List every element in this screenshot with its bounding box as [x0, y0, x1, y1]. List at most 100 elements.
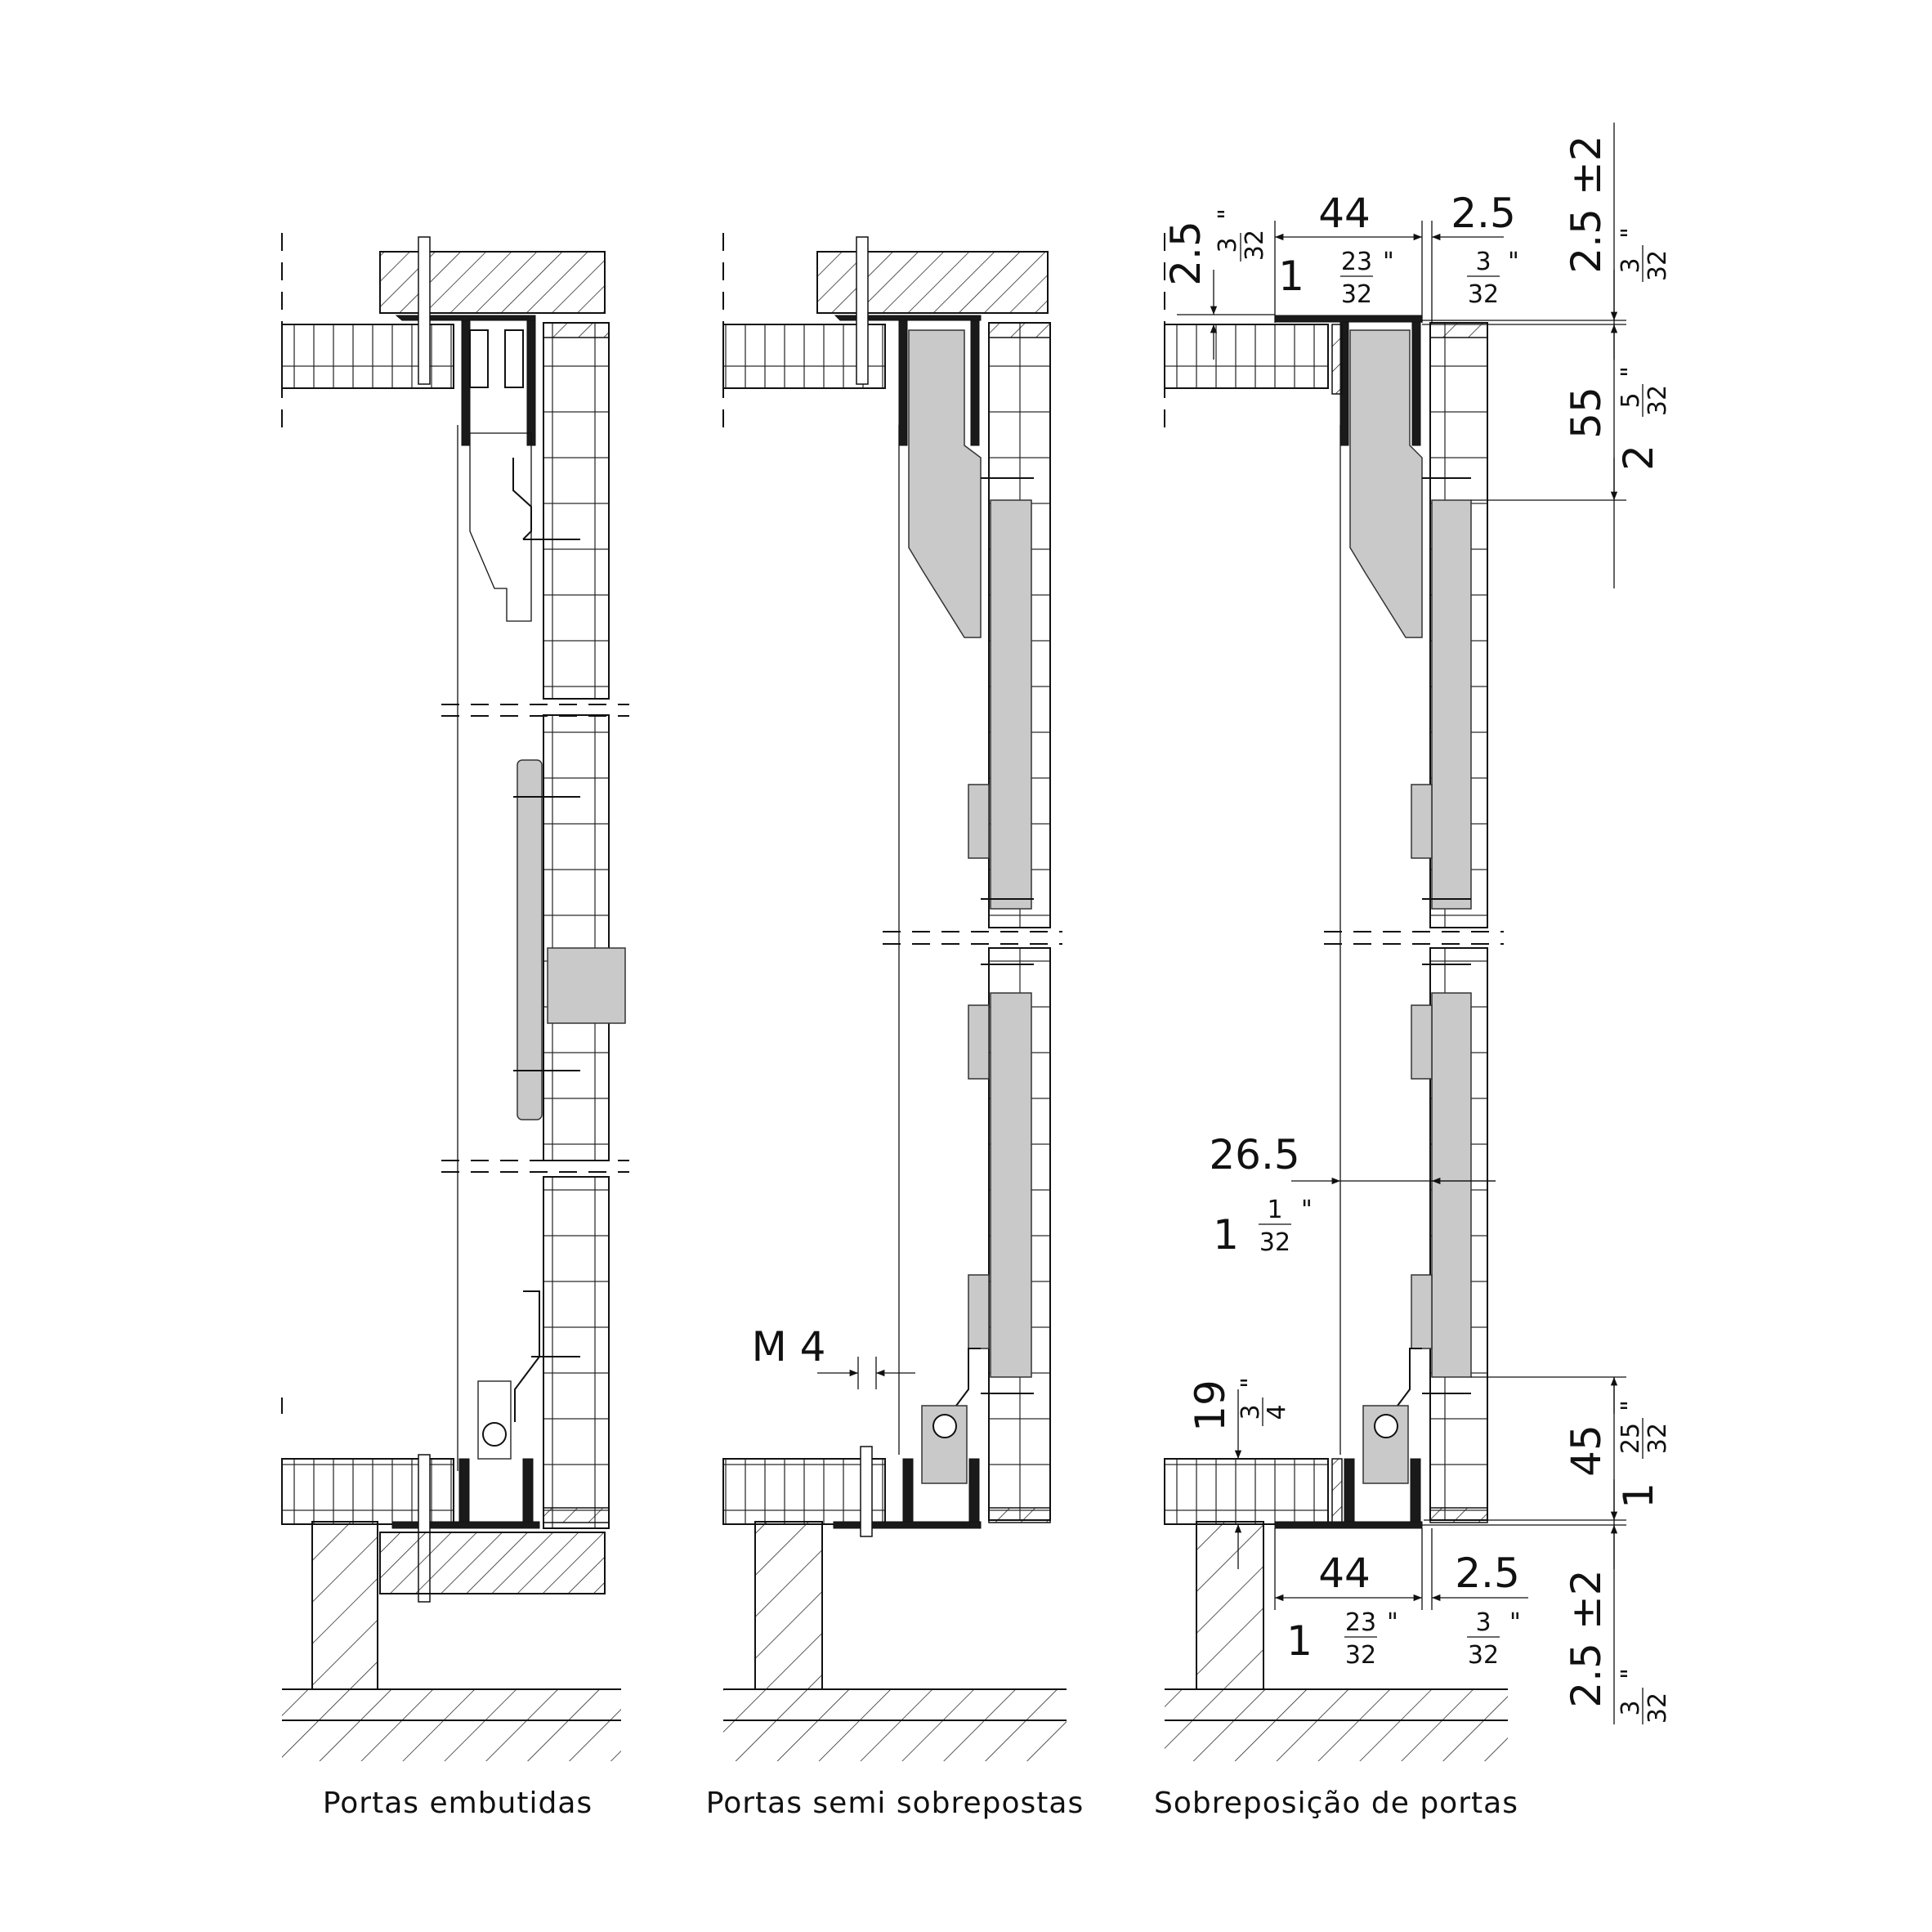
dim-25-top-inch: " — [1508, 248, 1519, 276]
dim-gap-left-den: 32 — [1241, 230, 1269, 261]
top-board — [379, 251, 606, 314]
lower-guide-body — [477, 1380, 512, 1460]
door-bottom-edge — [988, 1507, 1051, 1523]
door-top-edge — [988, 322, 1051, 338]
dim-44-top-den: 32 — [1341, 280, 1372, 309]
fixing-screw-top — [418, 236, 431, 385]
connector-upper — [968, 784, 990, 859]
dim-55-whole: 2 — [1615, 445, 1662, 471]
door-leaf-middle — [543, 714, 610, 1161]
dim-44-top-inch: " — [1383, 248, 1394, 276]
floor-hatch-top — [282, 1689, 621, 1720]
dim-25-bottom-den: 32 — [1468, 1641, 1499, 1670]
spacer-block — [1331, 324, 1343, 395]
dim-25-top-value: 2.5 — [1451, 190, 1516, 237]
dim-265-den: 32 — [1259, 1228, 1290, 1257]
dim-19-den: 4 — [1263, 1404, 1291, 1420]
connector-middle — [1411, 1004, 1433, 1080]
door-profile-upper — [1431, 499, 1472, 910]
plinth — [1196, 1521, 1264, 1690]
dim-25-bottom-inch: " — [1509, 1608, 1521, 1637]
floor-hatch-bottom — [1165, 1720, 1508, 1761]
floor-hatch-bottom — [723, 1720, 1067, 1761]
screw-m4 — [860, 1446, 873, 1537]
dim-55-value: 55 — [1563, 387, 1610, 439]
floor-hatch-top — [723, 1689, 1067, 1720]
lower-rail-lip-left — [902, 1458, 914, 1523]
dim-25-bottom-num: 3 — [1475, 1608, 1491, 1637]
connector-lower — [968, 1274, 990, 1349]
dim-45-whole: 1 — [1615, 1483, 1662, 1509]
dim-tol-top-inch: " — [1617, 227, 1645, 239]
panel-overlay: 44 1 23 32 " 2.5 3 32 " 2.5 3 32 " 2.5 ±… — [1154, 123, 1672, 1820]
door-bottom-edge — [543, 1507, 610, 1523]
spacer-block-bottom — [1331, 1458, 1343, 1525]
lower-rail-lip-left — [458, 1458, 470, 1523]
door-profile-upper — [990, 499, 1032, 910]
dim-44-top-num: 23 — [1341, 248, 1372, 276]
door-top-edge — [543, 322, 610, 338]
lower-rail-lip-right — [522, 1458, 534, 1523]
dim-tol-bottom-value: 2.5 ±2 — [1563, 1569, 1610, 1707]
lower-guide-arm — [1397, 1348, 1422, 1414]
dim-19-num: 3 — [1237, 1404, 1265, 1420]
upper-rail-lip-right — [970, 320, 980, 446]
dim-265-whole: 1 — [1213, 1211, 1239, 1259]
lower-rail-lip-right — [1410, 1458, 1421, 1523]
dim-45-num: 25 — [1617, 1423, 1645, 1454]
fixing-screw-top — [856, 236, 869, 385]
dim-25-bottom-value: 2.5 — [1455, 1550, 1520, 1597]
dim-tol-top-value: 2.5 ±2 — [1563, 135, 1610, 273]
lower-rail — [391, 1521, 540, 1529]
caption-flush: Portas embutidas — [323, 1787, 593, 1820]
upper-rail-lip-right — [526, 320, 536, 446]
top-board — [816, 251, 1049, 314]
dim-tol-bottom-inch: " — [1617, 1668, 1645, 1679]
door-profile-lower — [1431, 992, 1472, 1378]
dim-gap-left-value: 2.5 — [1162, 221, 1210, 286]
upper-rail-lip-right — [1411, 321, 1421, 446]
lower-guide-wheel — [482, 1422, 507, 1447]
dim-45-den: 32 — [1644, 1423, 1672, 1454]
dim-44-bottom-value: 44 — [1318, 1550, 1371, 1597]
lower-rail-lip-right — [968, 1458, 980, 1523]
panel-semi: M 4 Portas semi sobrepostas — [706, 233, 1083, 1820]
m4-label: M 4 — [752, 1323, 826, 1371]
dim-265-inch: " — [1301, 1196, 1313, 1224]
bottom-board — [379, 1532, 606, 1594]
dim-55-inch: " — [1617, 366, 1645, 378]
dim-44-bottom-whole: 1 — [1286, 1617, 1313, 1665]
lower-rail — [1274, 1521, 1423, 1529]
dim-55-den: 32 — [1644, 385, 1672, 416]
connector-upper — [1411, 784, 1433, 859]
cabinet-bottom-panel — [1164, 1458, 1329, 1525]
dim-tol-bottom-num: 3 — [1617, 1700, 1645, 1715]
door-top-edge — [1429, 322, 1488, 338]
floor-hatch-bottom — [282, 1720, 621, 1761]
connector-lower — [1411, 1274, 1433, 1349]
panel-flush: Portas embutidas — [281, 233, 629, 1820]
plinth — [754, 1521, 823, 1690]
hanger-bracket — [1349, 329, 1423, 638]
lower-guide-arm — [955, 1348, 981, 1414]
lower-rail-lip-left — [1344, 1458, 1355, 1523]
dim-45-inch: " — [1617, 1400, 1645, 1411]
upper-rail — [1274, 315, 1423, 323]
hanger-bracket — [469, 432, 532, 622]
dim-tol-top-num: 3 — [1617, 257, 1645, 273]
plinth — [311, 1521, 378, 1690]
floor-hatch-top — [1165, 1689, 1508, 1720]
dim-44-top-value: 44 — [1318, 190, 1371, 237]
upper-rail-lip-left — [898, 320, 908, 446]
roller-left — [469, 329, 489, 388]
middle-fitting-plate — [517, 759, 543, 1120]
dim-45-value: 45 — [1563, 1424, 1610, 1477]
door-leaf-upper — [543, 322, 610, 700]
caption-overlay: Sobreposição de portas — [1154, 1787, 1518, 1820]
hanger-hook — [512, 458, 532, 540]
upper-rail — [834, 315, 982, 321]
lower-rail — [833, 1521, 982, 1529]
cabinet-top-panel — [1164, 324, 1329, 389]
dim-gap-left-inch: " — [1214, 208, 1242, 220]
